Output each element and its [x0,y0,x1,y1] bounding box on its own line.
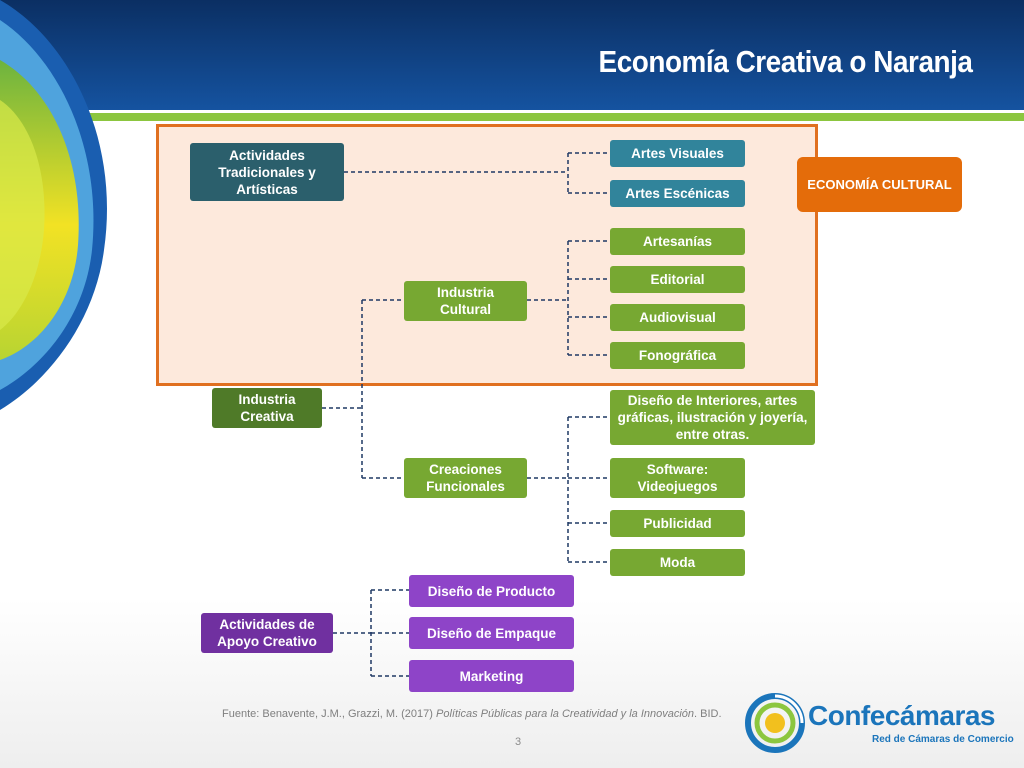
source-suffix: . BID. [694,708,722,720]
node-creaciones-funcionales: Creaciones Funcionales [404,458,527,498]
economia-cultural-label: ECONOMÍA CULTURAL [797,157,962,212]
header-stripe-white [0,110,1024,113]
node-diseno-empaque: Diseño de Empaque [409,617,574,649]
node-actividades-apoyo-creativo: Actividades de Apoyo Creativo [201,613,333,653]
header-bar [0,0,1024,110]
decorative-swoosh-graphic [0,0,107,410]
node-actividades-tradicionales: Actividades Tradicionales y Artísticas [190,143,344,201]
source-prefix: Fuente: Benavente, J.M., Grazzi, M. (201… [222,708,433,720]
node-software-videojuegos: Software: Videojuegos [610,458,745,498]
node-moda: Moda [610,549,745,576]
logo-name: Confecámaras [808,700,995,731]
header-stripe-green [0,113,1024,121]
node-editorial: Editorial [610,266,745,293]
node-artes-escenicas: Artes Escénicas [610,180,745,207]
page-number: 3 [515,736,522,748]
node-marketing: Marketing [409,660,574,692]
node-publicidad: Publicidad [610,510,745,537]
logo-tagline: Red de Cámaras de Comercio [872,734,1014,745]
slide-title: Economía Creativa o Naranja [598,44,972,79]
node-artes-visuales: Artes Visuales [610,140,745,167]
source-citation: Fuente: Benavente, J.M., Grazzi, M. (201… [222,708,722,720]
source-title: Políticas Públicas para la Creatividad y… [436,708,695,720]
node-artesanias: Artesanías [610,228,745,255]
node-fonografica: Fonográfica [610,342,745,369]
node-diseno-interiores: Diseño de Interiores, artes gráficas, il… [610,390,815,445]
node-industria-creativa: Industria Creativa [212,388,322,428]
node-audiovisual: Audiovisual [610,304,745,331]
node-industria-cultural: Industria Cultural [404,281,527,321]
node-diseno-producto: Diseño de Producto [409,575,574,607]
confecamaras-logo-icon [745,693,805,753]
